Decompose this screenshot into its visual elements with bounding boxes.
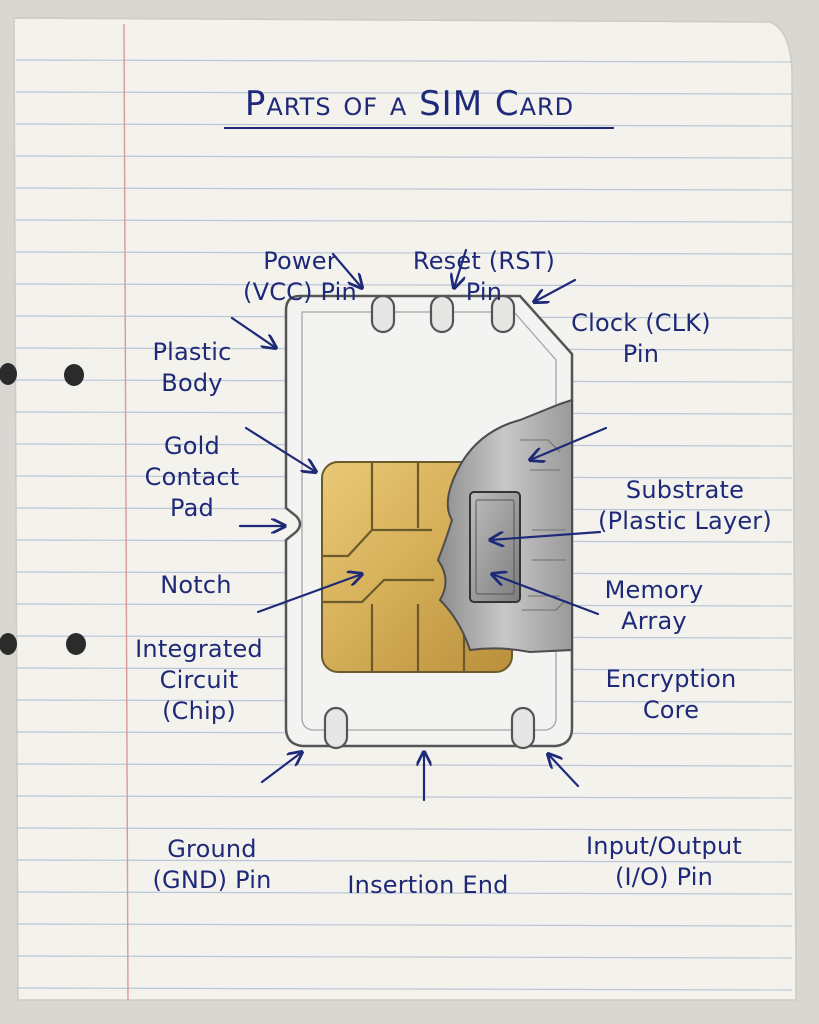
ground-pin-slot	[323, 706, 349, 750]
label-io-pin: Input/Output(I/O) Pin	[586, 832, 742, 891]
label-notch: Notch	[160, 571, 232, 599]
power-pin-slot	[370, 294, 396, 334]
label-substrate: Substrate(Plastic Layer)	[598, 476, 772, 535]
pointer-arrows	[230, 248, 608, 802]
margin-line	[123, 23, 129, 1001]
binder-holes	[0, 363, 86, 655]
label-insertion-end: Insertion End	[347, 871, 509, 899]
label-ground-pin: Ground(GND) Pin	[152, 835, 272, 894]
label-power-pin: Power(VCC) Pin	[243, 247, 357, 306]
label-clock-pin: Clock (CLK)Pin	[571, 309, 711, 368]
title-underline	[224, 127, 614, 129]
reset-pin-slot	[429, 294, 455, 334]
sim-card-illustration	[284, 294, 574, 750]
clock-pin-slot	[490, 294, 516, 334]
memory-chip-die	[469, 491, 521, 603]
label-reset-pin: Reset (RST)Pin	[412, 247, 556, 306]
io-pin-slot	[510, 706, 536, 750]
page-title: Parts of a SIM Card	[244, 84, 575, 124]
